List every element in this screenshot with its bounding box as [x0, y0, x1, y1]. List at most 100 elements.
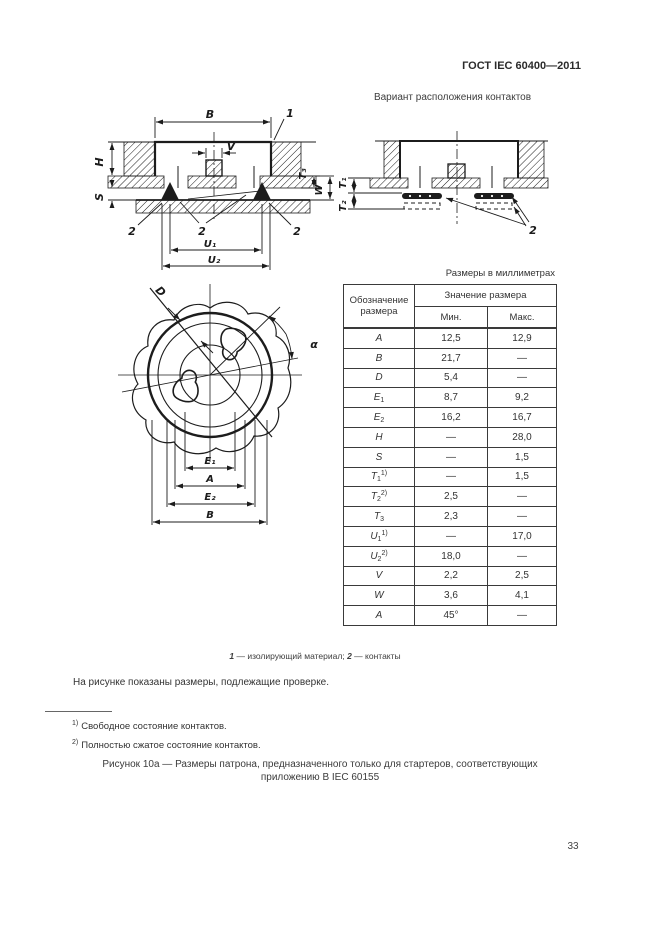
dim-label-s: S [93, 193, 106, 201]
callout-label-contact-c: 2 [293, 225, 301, 238]
dimension-max-cell: — [487, 347, 557, 369]
contact-hole-right [220, 327, 247, 361]
col-header-designation: Обозначение размера [343, 284, 415, 329]
section-drawing-left: B 1 V H S T₃ W 2 2 2 U₁ U₂ [93, 107, 334, 270]
dim-label-t3: T₃ [298, 168, 309, 180]
holder-section-body [369, 131, 549, 224]
dimension-lines [151, 307, 294, 525]
dimension-max-cell: 16,7 [487, 407, 557, 428]
dimension-min-cell: 16,2 [414, 407, 488, 428]
dim-label-u2: U₂ [208, 255, 221, 266]
dim-label-w: W [314, 184, 325, 196]
contact-free-right [474, 193, 514, 199]
dimension-designation-cell: H [343, 426, 415, 448]
dim-label-t2: T₂ [338, 200, 349, 212]
contact-compressed-left [403, 202, 441, 210]
dimension-designation-cell: S [343, 446, 415, 468]
page-number: 33 [567, 841, 579, 852]
dim-label-e2: E₂ [204, 492, 216, 503]
contact-free-left [402, 193, 442, 199]
figure-note: На рисунке показаны размеры, подлежащие … [73, 677, 330, 688]
dimension-min-cell: 45° [414, 605, 488, 626]
table-header: Обозначение размера Значение размера Мин… [343, 284, 557, 329]
footnote-2-text: Полностью сжатое состояние контактов. [81, 740, 261, 751]
footnote-1-marker: 1) [72, 720, 79, 727]
dimension-min-cell: 2,3 [414, 506, 488, 527]
footnote-1-text: Свободное состояние контактов. [81, 721, 227, 732]
dimension-min-cell: 18,0 [414, 545, 488, 567]
dimension-designation-cell: U11) [343, 525, 415, 547]
table-row: U11)—17,0 [343, 525, 557, 547]
dimension-designation-cell: A [343, 605, 415, 626]
dimension-max-cell: 4,1 [487, 585, 557, 607]
footnote-2-marker: 2) [72, 739, 79, 746]
footnote-1: 1)Свободное состояние контактов. [72, 716, 492, 735]
dim-label-d: D [153, 284, 169, 300]
dimension-min-cell: 2,2 [414, 565, 488, 587]
legend-text-2: — контакты [354, 651, 401, 661]
callout-label-insulating-material: 1 [286, 107, 294, 120]
table-row: T11)—1,5 [343, 466, 557, 488]
legend-num-1: 1 [229, 651, 235, 661]
dimension-max-cell: 28,0 [487, 426, 557, 448]
dimension-min-cell: 3,6 [414, 585, 488, 607]
dim-label-b: B [206, 108, 214, 121]
callout-label-contacts: 2 [529, 224, 537, 237]
table-units-title: Размеры в миллиметрах [445, 268, 555, 279]
holder-section-body [107, 132, 317, 222]
dimension-min-cell: — [414, 525, 488, 547]
legend-num-2: 2 [347, 651, 352, 661]
section-drawing-right: T₁ T₂ 2 [338, 131, 549, 237]
dimension-max-cell: — [487, 486, 557, 508]
dimension-designation-cell: A [343, 327, 415, 349]
figure-legend: 1 — изолирующий материал; 2 — контакты [60, 651, 570, 661]
dimension-lines [108, 117, 334, 270]
angle-label-alpha: α [310, 338, 318, 351]
table-row: H—28,0 [343, 426, 557, 448]
dimension-designation-cell: T3 [343, 506, 415, 527]
dim-label-v: V [227, 140, 237, 153]
footnote-2: 2)Полностью сжатое состояние контактов. [72, 735, 492, 754]
col-header-value: Значение размера [414, 284, 557, 307]
col-header-min: Мин. [414, 306, 488, 329]
dimensions-table: Обозначение размера Значение размера Мин… [343, 284, 557, 626]
dimension-max-cell: 1,5 [487, 446, 557, 468]
caption-line-1: Рисунок 10а — Размеры патрона, предназна… [102, 759, 538, 770]
dim-label-h: H [93, 157, 106, 166]
dimension-lines [348, 177, 530, 227]
table-row: S—1,5 [343, 446, 557, 468]
plan-drawing: D α E₁ A E₂ B [118, 284, 318, 525]
dimension-max-cell: 1,5 [487, 466, 557, 488]
dimension-max-cell: — [487, 367, 557, 389]
dimension-max-cell: — [487, 605, 557, 626]
dimension-min-cell: 8,7 [414, 387, 488, 409]
contact-left [161, 182, 179, 200]
callout-label-contact-a: 2 [128, 225, 136, 238]
callout-label-contact-b: 2 [198, 225, 206, 238]
dimension-designation-cell: V [343, 565, 415, 587]
dimension-min-cell: — [414, 466, 488, 488]
caption-line-2: приложению B IEC 60155 [260, 771, 380, 783]
dimension-max-cell: — [487, 506, 557, 527]
dimension-max-cell: 2,5 [487, 565, 557, 587]
dimension-max-cell: 12,9 [487, 327, 557, 349]
footnote-rule [45, 711, 112, 712]
dimension-min-cell: 12,5 [414, 327, 488, 349]
dimension-min-cell: 5,4 [414, 367, 488, 389]
dimension-min-cell: — [414, 426, 488, 448]
contact-compressed-right [475, 202, 513, 210]
variant-title: Вариант расположения контактов [373, 92, 532, 103]
dim-label-e1: E₁ [204, 456, 215, 467]
dimension-designation-cell: D [343, 367, 415, 389]
dimension-designation-cell: T22) [343, 486, 415, 508]
figure-caption: Рисунок 10а — Размеры патрона, предназна… [60, 759, 580, 784]
table-row: U22)18,0— [343, 545, 557, 567]
